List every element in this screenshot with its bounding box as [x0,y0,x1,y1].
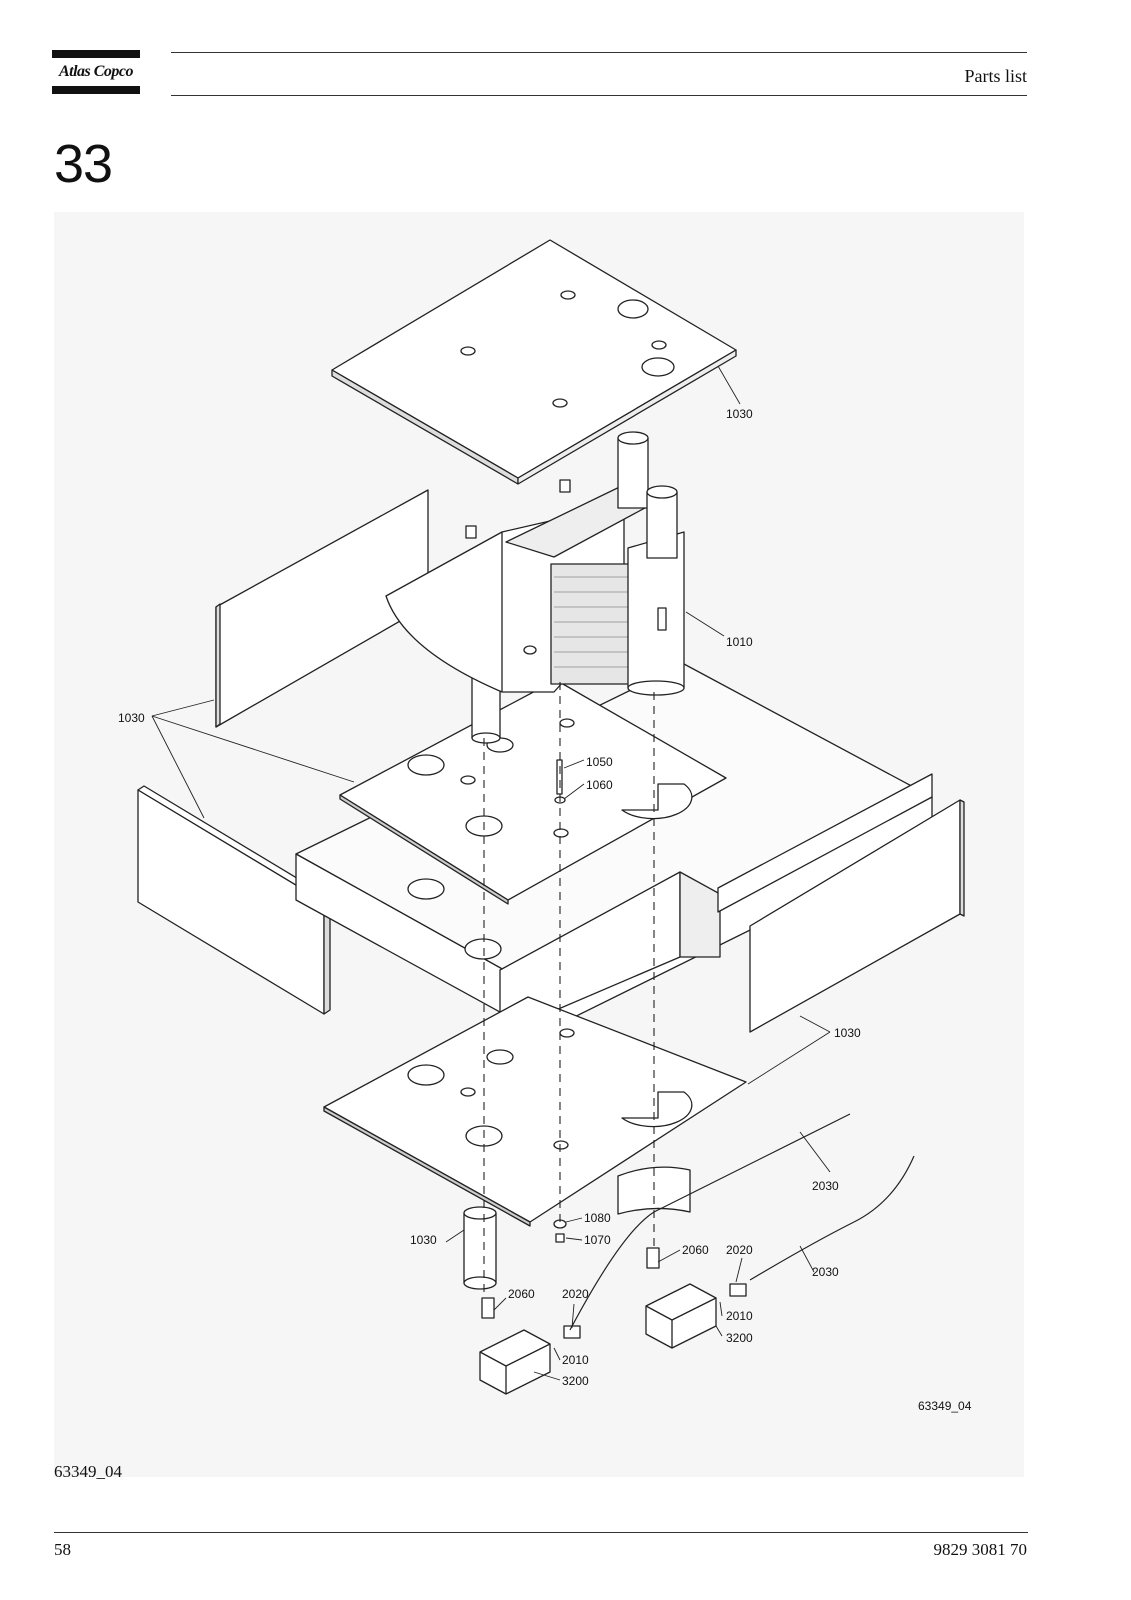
callout-unit: 1010 [726,635,753,649]
callout-right-panel: 1030 [834,1026,861,1040]
chapter-number: 33 [54,134,113,194]
callout-washer-bottom: 1080 [584,1211,611,1225]
figure-caption: 63349_04 [54,1462,122,1481]
document-number: 9829 3081 70 [933,1540,1028,1559]
cooler-unit [385,431,685,744]
callout-connector-right: 2010 [726,1309,753,1323]
exploded-parts-drawing: 1030 1010 1030 1050 1060 1030 2030 1030 … [54,212,1024,1477]
drawing-svg: 1030 1010 1030 1050 1060 1030 2030 1030 … [118,239,972,1413]
brand-logo: Atlas Copco [52,50,140,94]
logo-bar-bottom [52,86,140,94]
callout-washer-top: 1060 [586,778,613,792]
header-rule-top [171,52,1027,53]
callout-nut-bottom: 1070 [584,1233,611,1247]
section-title: Parts list [964,66,1027,86]
valve-left [479,1329,551,1395]
callout-connector-left: 2010 [562,1353,589,1367]
callout-hose-upper: 2030 [812,1179,839,1193]
callout-adapter-left: 2020 [562,1287,589,1301]
callout-stud: 1050 [586,755,613,769]
callout-bottom-tube: 1030 [410,1233,437,1247]
valve-right [645,1283,717,1349]
header-rule-bottom [171,95,1027,96]
callout-left-panels: 1030 [118,711,145,725]
page-number: 58 [54,1540,71,1559]
callout-fitting-left: 2060 [508,1287,535,1301]
logo-wordmark: Atlas Copco [58,63,134,80]
callout-adapter-right: 2020 [726,1243,753,1257]
callout-valve-left: 3200 [562,1374,589,1388]
drawing-figure-id: 63349_04 [918,1399,972,1413]
footer-rule [54,1532,1028,1533]
bottom-guard [617,1166,691,1215]
callout-fitting-right: 2060 [682,1243,709,1257]
top-plate [331,239,737,479]
callout-valve-right: 3200 [726,1331,753,1345]
callout-hose-lower: 2030 [812,1265,839,1279]
logo-bar-top [52,50,140,58]
callout-top-plate: 1030 [726,407,753,421]
bottom-tube [463,1212,497,1284]
